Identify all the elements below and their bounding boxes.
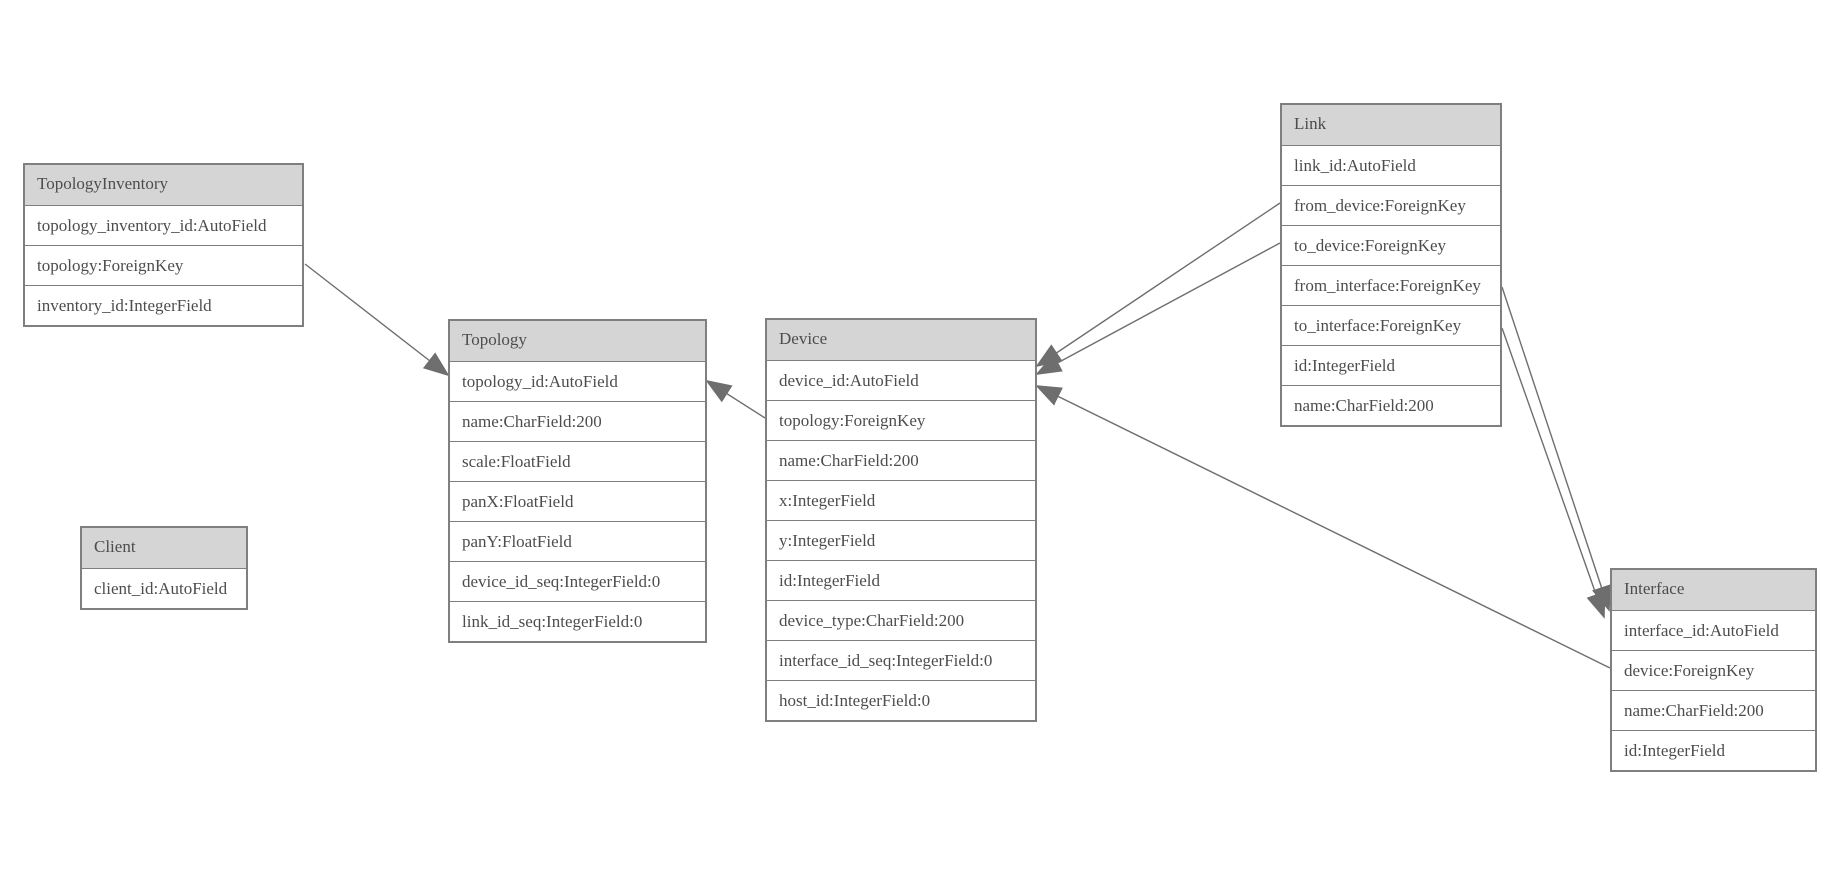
relation-line-link-from_interface-interface [1501,286,1611,612]
table-field-row: panX:FloatField [450,481,705,521]
table-field-row: device_id_seq:IntegerField:0 [450,561,705,601]
table-field-row: id:IntegerField [1612,730,1815,770]
table-field-row: link_id_seq:IntegerField:0 [450,601,705,641]
table-field-row: topology_inventory_id:AutoField [25,205,302,245]
table-field-row: topology_id:AutoField [450,361,705,401]
relation-line-device-topology [705,379,766,419]
table-field-row: device_type:CharField:200 [767,600,1035,640]
table-title-device: Device [767,320,1035,360]
relation-line-link-to_device-device [1035,242,1281,375]
table-field-row: y:IntegerField [767,520,1035,560]
table-title-topologyinventory: TopologyInventory [25,165,302,205]
table-field-row: id:IntegerField [767,560,1035,600]
table-field-row: to_device:ForeignKey [1282,225,1500,265]
table-field-row: name:CharField:200 [1612,690,1815,730]
table-field-row: host_id:IntegerField:0 [767,680,1035,720]
table-field-row: panY:FloatField [450,521,705,561]
table-field-row: device:ForeignKey [1612,650,1815,690]
table-field-row: inventory_id:IntegerField [25,285,302,325]
table-field-row: device_id:AutoField [767,360,1035,400]
table-title-link: Link [1282,105,1500,145]
table-field-row: from_device:ForeignKey [1282,185,1500,225]
table-field-row: name:CharField:200 [450,401,705,441]
table-title-interface: Interface [1612,570,1815,610]
table-field-row: interface_id_seq:IntegerField:0 [767,640,1035,680]
table-field-row: scale:FloatField [450,441,705,481]
table-field-row: to_interface:ForeignKey [1282,305,1500,345]
table-title-client: Client [82,528,246,568]
table-field-row: client_id:AutoField [82,568,246,608]
table-field-row: x:IntegerField [767,480,1035,520]
table-field-row: interface_id:AutoField [1612,610,1815,650]
table-field-row: name:CharField:200 [1282,385,1500,425]
table-field-row: link_id:AutoField [1282,145,1500,185]
relation-line-link-to_interface-interface [1501,327,1606,619]
table-field-row: name:CharField:200 [767,440,1035,480]
relation-line-topologyinventory-topology [304,263,450,377]
table-field-row: id:IntegerField [1282,345,1500,385]
table-field-row: topology:ForeignKey [25,245,302,285]
relation-line-link-from_device-device [1035,202,1281,368]
table-field-row: from_interface:ForeignKey [1282,265,1500,305]
table-field-row: topology:ForeignKey [767,400,1035,440]
table-title-topology: Topology [450,321,705,361]
relation-line-interface-device [1035,385,1611,669]
